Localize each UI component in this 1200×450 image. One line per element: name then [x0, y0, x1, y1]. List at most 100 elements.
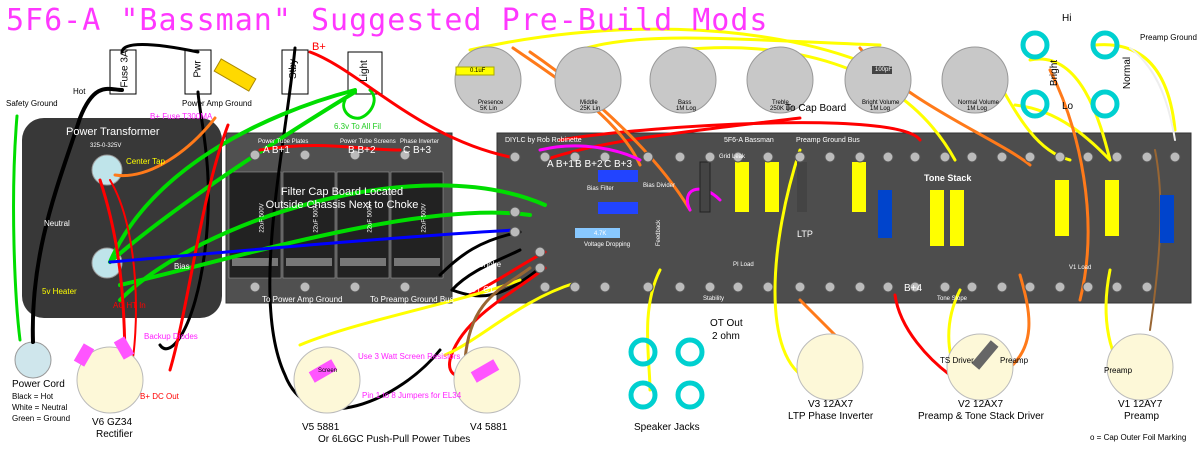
turret-top	[762, 151, 774, 163]
board-components	[575, 161, 1174, 246]
rail-a-label: A B+1	[263, 145, 290, 156]
filter-cap-3: 22uF 500V	[367, 203, 374, 233]
turret-extra	[349, 149, 361, 161]
jack-lo-label: Lo	[1062, 101, 1074, 112]
stby-label: Stby	[288, 58, 300, 80]
turret-top	[539, 151, 551, 163]
turret-bottom	[824, 281, 836, 293]
turret-top	[1024, 151, 1036, 163]
pot-bass	[649, 46, 717, 114]
turret-extra	[299, 281, 311, 293]
pot-normal-volume-name: Normal Volume	[958, 100, 1000, 106]
socket-v4	[453, 346, 521, 414]
stability-label: Stability	[703, 296, 725, 302]
heater-5v-label: 5v Heater	[42, 287, 77, 296]
turret-bottom	[642, 281, 654, 293]
power-cord-line-2: White = Neutral	[12, 403, 68, 412]
turret-top	[674, 151, 686, 163]
filter-cap-note: Filter Cap Board Located Outside Chassis…	[265, 186, 419, 212]
turret-top	[1054, 151, 1066, 163]
v2-ts-driver-label: TS Driver	[940, 356, 974, 365]
turret-bottom	[1024, 281, 1036, 293]
pot-bright-volume-name: Bright Volume	[862, 100, 900, 106]
to-preamp-ground-bus-label: To Preamp Ground Bus	[370, 295, 454, 304]
rail-b-label: B B+2	[348, 145, 376, 156]
turret-extra	[534, 262, 546, 274]
bias-divider-label: Bias Divider	[643, 183, 676, 189]
node-b-label: B B+2	[575, 159, 603, 170]
turret-top	[1111, 151, 1123, 163]
page-title: 5F6-A "Bassman" Suggested Pre-Build Mods	[6, 3, 769, 38]
jack-normal-lo	[1090, 89, 1120, 119]
pot-normal-volume-value: 1M Log	[967, 106, 988, 112]
turret-bottom	[539, 281, 551, 293]
turret-extra	[349, 281, 361, 293]
speaker-jack-2	[675, 337, 705, 367]
v4-name: V4 5881	[470, 422, 508, 433]
pot-middle-name: Middle	[580, 100, 598, 106]
screen-resistor-note: Use 3 Watt Screen Resistors	[358, 352, 461, 361]
filter-cap-2: 22uF 500V	[313, 203, 320, 233]
fuse-label: Fuse 3A	[119, 50, 131, 88]
heater-label: 6.3v To All Fil	[334, 122, 381, 131]
pot-presence-value: 5K Lin	[480, 106, 498, 112]
ltp-label: LTP	[797, 229, 813, 239]
pot-treble-name: Treble	[772, 100, 789, 106]
jack-normal-hi	[1090, 30, 1120, 60]
bplus-fuse	[213, 58, 257, 92]
v1-preamp-label: Preamp	[1104, 366, 1133, 375]
bias-filter-label: Bias Filter	[587, 186, 614, 192]
pot-presence-name: Presence	[478, 100, 504, 106]
socket-v3	[796, 333, 864, 401]
v5-screen-label: Screen	[318, 368, 338, 374]
speaker-jack-4	[675, 380, 705, 410]
pot-middle	[554, 46, 622, 114]
feedback-label: Feedback	[656, 219, 663, 247]
turret-top	[909, 151, 921, 163]
node-c-label: C B+3	[604, 159, 633, 170]
turret-bottom	[882, 281, 894, 293]
cap-outer-foil-note: o = Cap Outer Foil Marking	[1090, 433, 1187, 442]
v2-name: V2 12AX7	[958, 399, 1004, 410]
presence-cap	[455, 66, 495, 76]
pot-normal-volume	[941, 46, 1009, 114]
jack-normal-label: Normal	[1122, 56, 1134, 90]
ac-ht-in-label: AC HT In	[113, 301, 146, 310]
v1-load-label: V1 Load	[1069, 265, 1092, 271]
pot-bright-volume	[844, 46, 912, 114]
turret-top	[642, 151, 654, 163]
node-b4-label: B+4	[904, 283, 923, 294]
center-tap-label: Center Tap	[126, 157, 165, 166]
power-cord-plug	[14, 341, 52, 379]
turret-board	[496, 132, 1192, 304]
turret-bottom	[966, 281, 978, 293]
turret-terminals	[249, 149, 1181, 293]
hot-label: Hot	[73, 87, 86, 96]
safety-ground-label: Safety Ground	[6, 99, 58, 108]
to-cap-board-label: To Cap Board	[785, 103, 847, 114]
turret-bottom	[674, 281, 686, 293]
power-cord-line-1: Black = Hot	[12, 392, 54, 401]
power-tube-screens-label: Power Tube Screens	[340, 139, 396, 145]
bplus-dc-out-label: B+ DC Out	[140, 392, 179, 401]
pwr-label: Pwr	[192, 60, 204, 78]
turret-bottom	[854, 281, 866, 293]
turret-top	[824, 151, 836, 163]
filter-cap-1: 22uF 500V	[259, 203, 266, 233]
turret-bottom	[939, 281, 951, 293]
jumper-note: Pin 1 to 8 Jumpers for EL34	[362, 391, 462, 400]
turret-top	[509, 151, 521, 163]
jack-bright-lo	[1020, 89, 1050, 119]
filter-cap-4: 22uF 500V	[421, 203, 428, 233]
bias-label: Bias	[174, 262, 190, 271]
pot-bass-name: Bass	[678, 100, 692, 106]
choke-label: Choke	[478, 260, 502, 269]
transformer-terminal-top	[91, 154, 123, 186]
speaker-jack-3	[628, 380, 658, 410]
turret-top	[794, 151, 806, 163]
bright-cap	[872, 66, 892, 74]
turret-top	[1082, 151, 1094, 163]
backup-diodes-label: Backup Diodes	[144, 332, 198, 341]
jack-bright-hi	[1020, 30, 1050, 60]
